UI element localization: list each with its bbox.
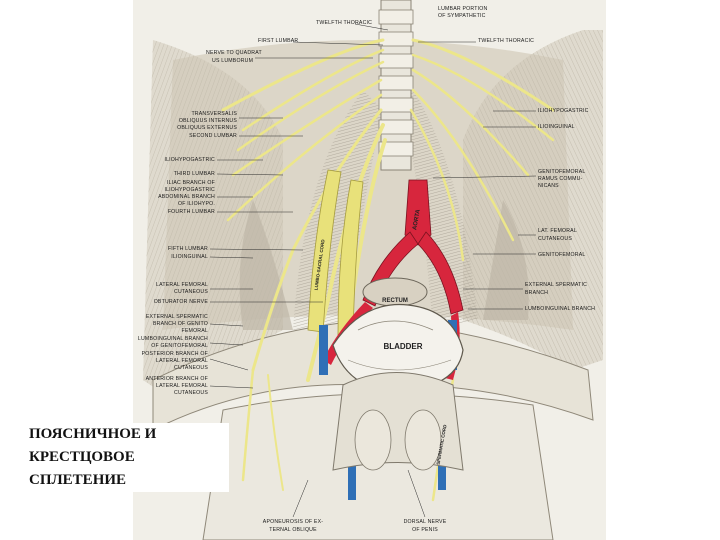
anatomy-drawing: BLADDER RECTUM AORTA LUMBO-SACRAL CORD S… [138, 0, 603, 540]
caption-line-1: ПОЯСНИЧНОЕ И [29, 426, 157, 442]
label-left-21: OF GENITOFEMORAL [151, 343, 208, 349]
right-common-iliac-artery [417, 231, 464, 315]
label-left-16: OBTURATOR NERVE [154, 299, 209, 305]
aorta-label: AORTA [412, 208, 422, 230]
label-left-20: LUMBOINGUINAL BRANCH [138, 336, 208, 342]
anatomy-illustration: BLADDER RECTUM AORTA LUMBO-SACRAL CORD S… [133, 0, 606, 540]
label-left-18: BRANCH OF GENITO [153, 321, 208, 327]
label-left-11: FOURTH LUMBAR [168, 209, 215, 215]
label-right-4: RAMUS COMMU- [538, 176, 583, 182]
label-aponeurosis: APONEUROSIS OF EX- [263, 519, 323, 525]
bottom-labels: APONEUROSIS OF EX- TERNAL OBLIQUE DORSAL… [263, 469, 447, 533]
label-left-24: CUTANEOUS [174, 365, 208, 371]
label-left-1: TRANSVERSALIS [191, 111, 237, 117]
right-psoas-muscle [403, 90, 478, 330]
caption-line-2: КРЕСТЦОВОЕ [29, 449, 135, 465]
label-left-25: ANTERIOR BRANCH OF [146, 376, 208, 382]
label-left-10: OF ILIOHYPO. [178, 201, 215, 207]
label-left-17: EXTERNAL SPERMATIC [146, 314, 208, 320]
label-first-lumbar: FIRST LUMBAR [258, 38, 298, 44]
top-labels: LUMBAR PORTION OF SYMPATHETIC TWELFTH TH… [206, 6, 534, 64]
label-right-11: LUMBOINGUINAL BRANCH [525, 306, 595, 312]
left-labels: TRANSVERSALIS OBLIQUUS INTERNUS OBLIQUUS… [138, 111, 323, 396]
label-of-penis: OF PENIS [412, 527, 438, 533]
label-twelfth-thoracic-right: TWELFTH THORACIC [478, 38, 534, 44]
label-ternal-oblique: TERNAL OBLIQUE [269, 527, 317, 533]
label-right-1: ILIOHYPOGASTRIC [538, 108, 589, 114]
label-dorsal-nerve: DORSAL NERVE [404, 519, 447, 525]
label-left-14: LATERAL FEMORAL [156, 282, 208, 288]
label-left-15: CUTANEOUS [174, 289, 208, 295]
label-right-6: LAT. FEMORAL [538, 228, 577, 234]
caption-line-3: СПЛЕТЕНИЕ [29, 472, 127, 488]
label-left-9: ABDOMINAL BRANCH [158, 194, 215, 200]
label-us-lumborum: US LUMBORUM [212, 58, 253, 64]
label-right-2: ILIOINGUINAL [538, 124, 575, 130]
label-left-5: ILIOHYPOGASTRIC [164, 157, 215, 163]
bladder-label: BLADDER [383, 342, 422, 351]
label-left-6: THIRD LUMBAR [174, 171, 215, 177]
label-left-26: LATERAL FEMORAL [156, 383, 208, 389]
label-of-sympathetic: OF SYMPATHETIC [438, 13, 486, 19]
rectum-label: RECTUM [382, 298, 408, 304]
label-left-23: LATERAL FEMORAL [156, 358, 208, 364]
slide-caption: ПОЯСНИЧНОЕ И КРЕСТЦОВОЕ СПЛЕТЕНИЕ [23, 423, 229, 492]
label-left-8: ILIOHYPOGASTRIC [164, 187, 215, 193]
lumbar-plexus-nerves [221, 38, 555, 502]
label-right-5: NICANS [538, 183, 559, 189]
label-left-27: CUTANEOUS [174, 390, 208, 396]
label-right-7: CUTANEOUS [538, 236, 572, 242]
right-labels: ILIOHYPOGASTRIC ILIOINGUINAL GENITOFEMOR… [432, 108, 595, 312]
label-right-9: EXTERNAL SPERMATIC [525, 282, 587, 288]
label-nerve-to-quadrat: NERVE TO QUADRAT [206, 50, 262, 56]
label-left-2: OBLIQUUS INTERNUS [179, 118, 238, 124]
pubic-region [332, 372, 464, 471]
label-right-8: GENITOFEMORAL [538, 252, 585, 258]
label-left-3: OBLIQUUS EXTERNUS [177, 125, 237, 131]
label-left-4: SECOND LUMBAR [189, 133, 237, 139]
label-right-3: GENITOFEMORAL [538, 169, 585, 175]
label-left-19: FEMORAL [182, 328, 208, 334]
label-twelfth-thoracic-left: TWELFTH THORACIC [316, 20, 372, 26]
label-left-22: POSTERIOR BRANCH OF [142, 351, 208, 357]
label-left-12: FIFTH LUMBAR [168, 246, 208, 252]
label-left-7: ILIAC BRANCH OF [167, 180, 215, 186]
label-right-10: BRANCH [525, 290, 548, 296]
label-lumbar-portion: LUMBAR PORTION [438, 6, 487, 12]
label-left-13: ILIOINGUINAL [171, 254, 208, 260]
